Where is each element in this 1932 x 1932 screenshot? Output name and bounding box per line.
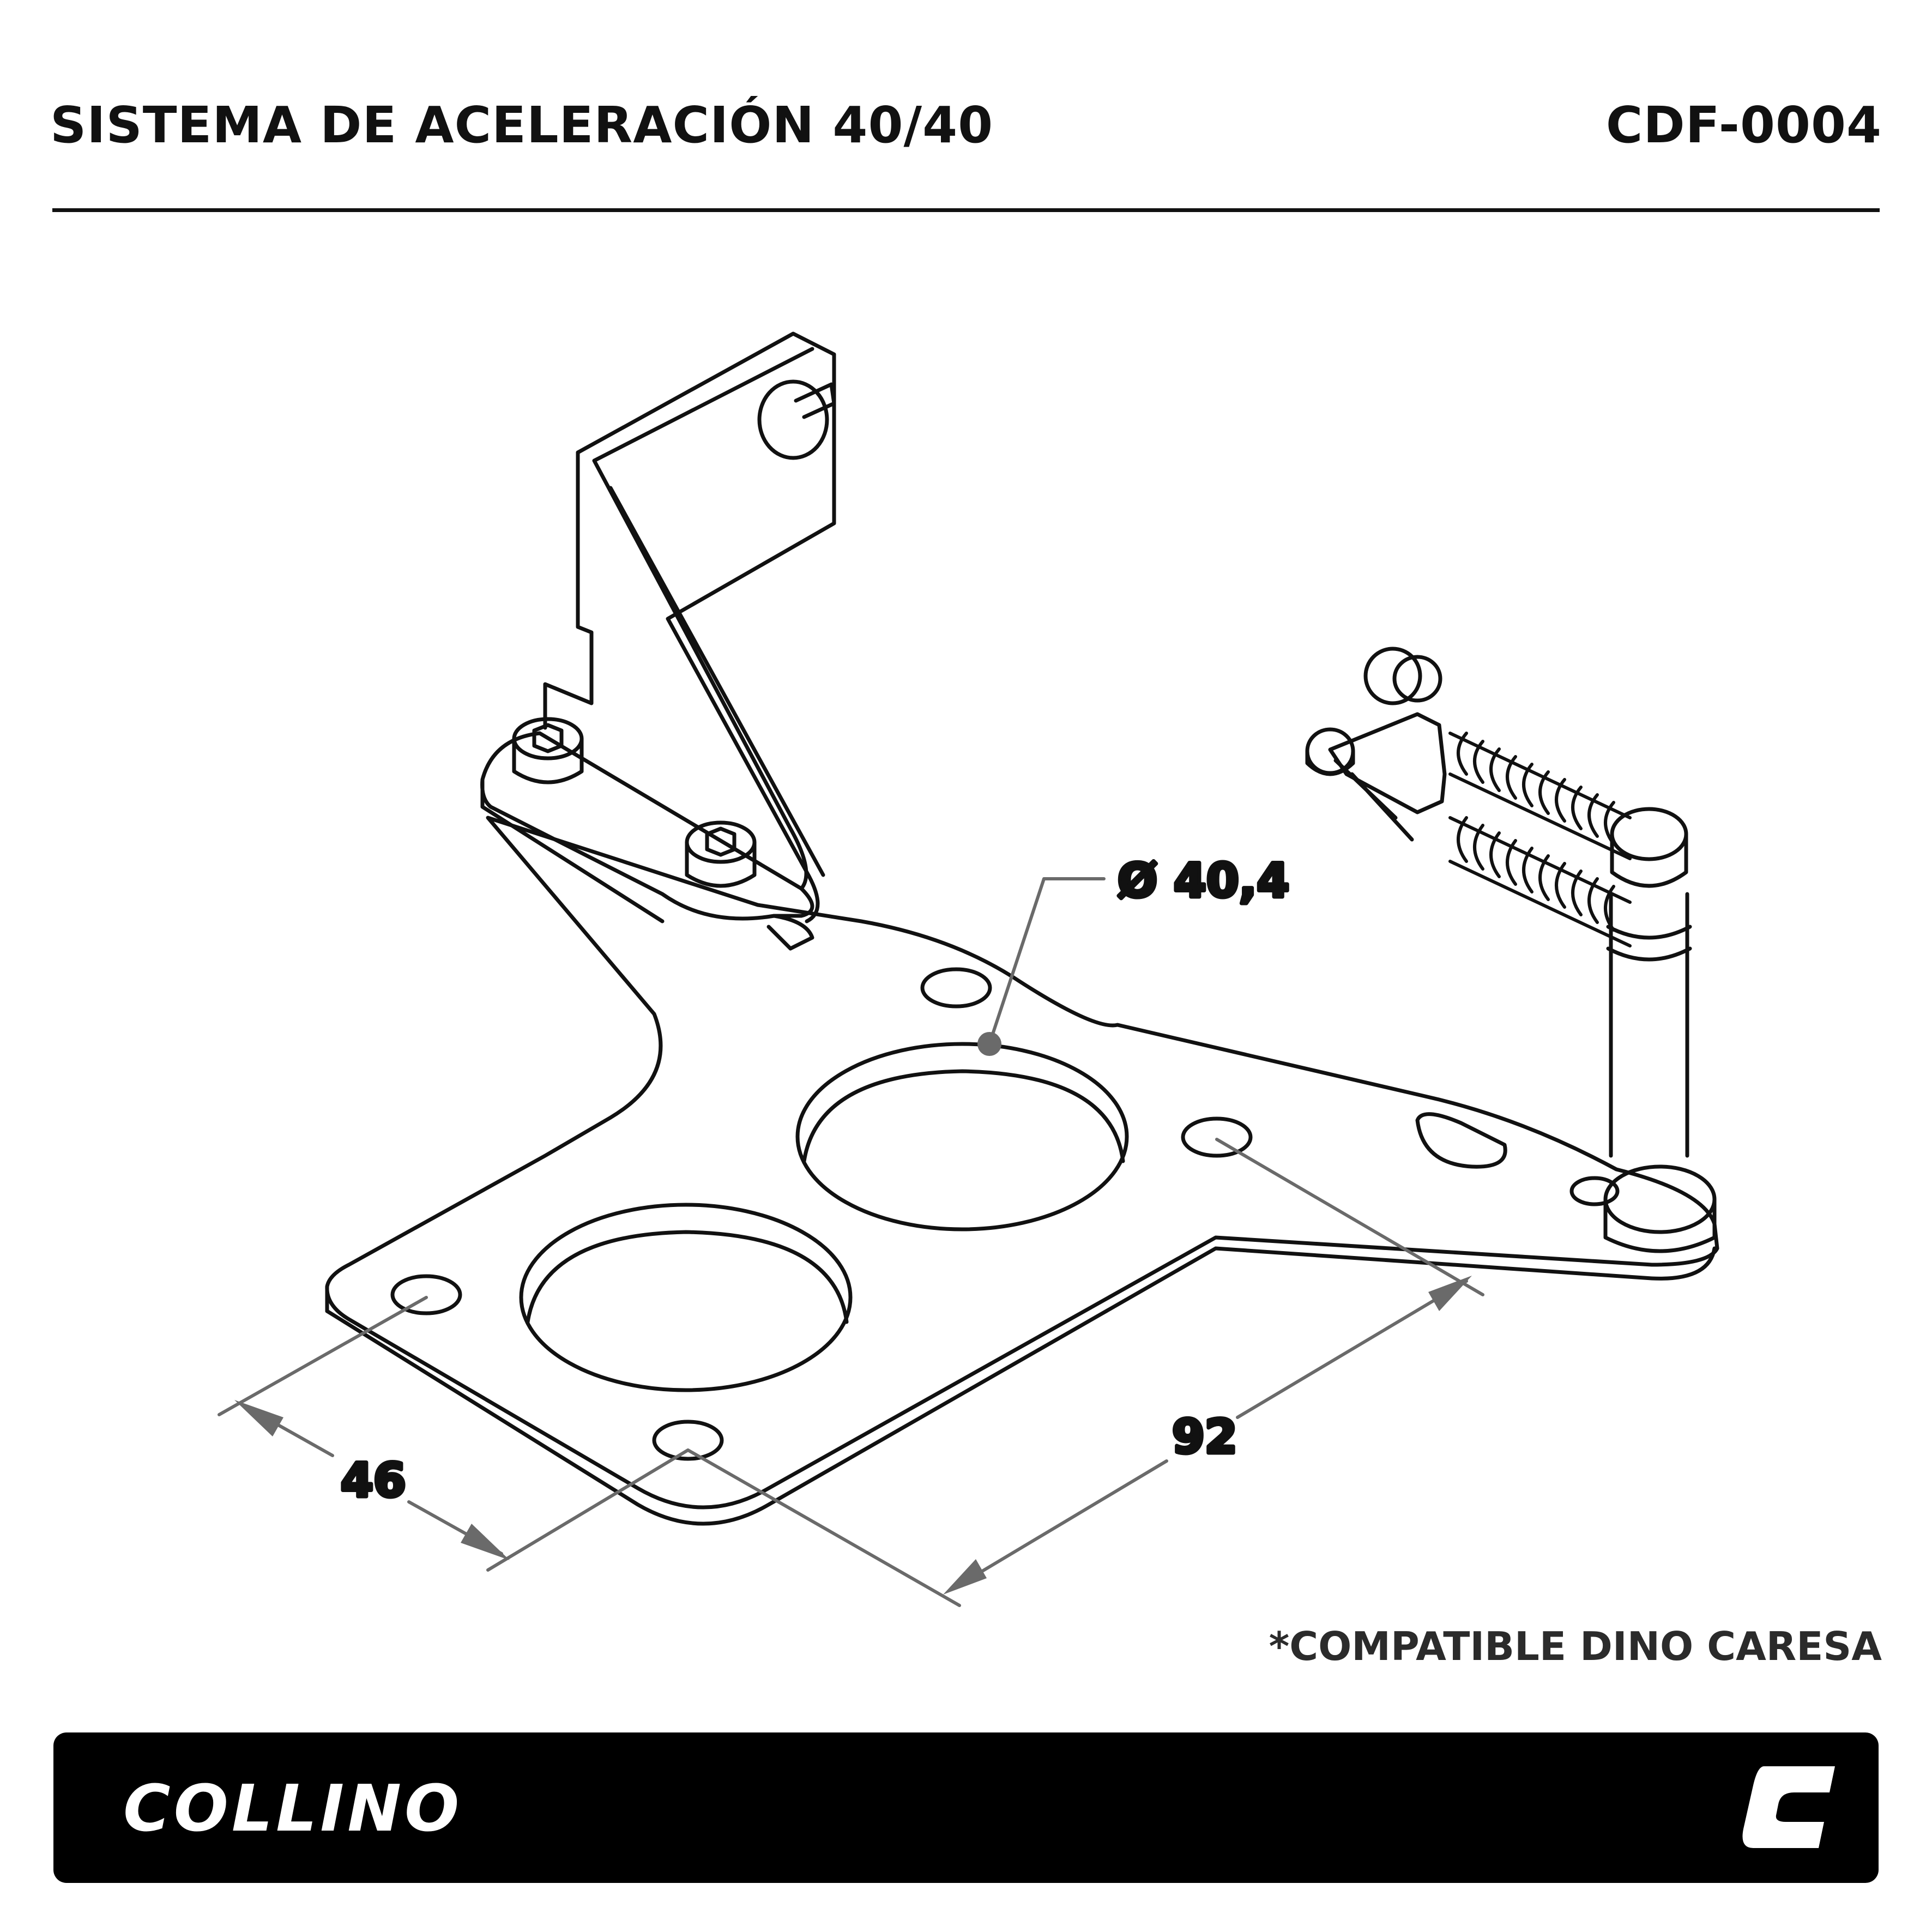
diameter-leader-dot <box>977 1032 1001 1056</box>
throttle-linkage <box>1305 647 1447 842</box>
tab-slot <box>766 914 814 951</box>
vertical-bracket <box>576 331 836 923</box>
plate-bottom-edge <box>325 1246 1717 1526</box>
bolt-rear <box>512 717 584 784</box>
product-code: CDF-0004 <box>1605 96 1882 154</box>
brand-logo: COLLINO <box>123 1771 463 1846</box>
slot-hole <box>1415 1112 1507 1169</box>
vertical-bracket-fold <box>592 347 825 891</box>
cable-notch <box>794 382 836 419</box>
dimension-92-label: 92 <box>1172 1410 1237 1464</box>
base-plate <box>325 816 1719 1510</box>
bore-upper <box>795 1042 1129 1231</box>
bore-lower-inner <box>526 1230 849 1324</box>
page-title: SISTEMA DE ACELERACIÓN 40/40 <box>50 96 994 154</box>
bracket-tab-edge <box>480 777 665 923</box>
bolt-front <box>685 820 757 888</box>
spring-post <box>1603 807 1717 1253</box>
header-divider <box>52 208 1880 212</box>
diameter-label: Ø 40,4 <box>1118 854 1289 908</box>
mount-hole-top <box>920 967 992 1009</box>
dimension-92 <box>686 1138 1484 1607</box>
collino-c-logo-icon <box>1742 1766 1835 1848</box>
footer-bar: COLLINO <box>53 1732 1879 1883</box>
mount-hole-corner <box>1569 1176 1620 1206</box>
diameter-leader <box>988 877 1046 1046</box>
bore-upper-inner <box>802 1069 1125 1163</box>
cable-hole <box>757 379 829 460</box>
vertical-bracket-front <box>543 450 594 730</box>
dimension-46 <box>218 1296 690 1572</box>
mount-hole-left <box>390 1274 462 1315</box>
bracket-tab <box>480 731 814 921</box>
compatibility-note: *COMPATIBLE DINO CARESA <box>1269 1623 1882 1669</box>
mount-hole-bottom <box>652 1420 724 1461</box>
mount-hole-right <box>1181 1116 1253 1158</box>
dimension-46-label: 46 <box>341 1453 406 1508</box>
bore-lower <box>519 1203 853 1392</box>
return-springs <box>1448 732 1632 947</box>
